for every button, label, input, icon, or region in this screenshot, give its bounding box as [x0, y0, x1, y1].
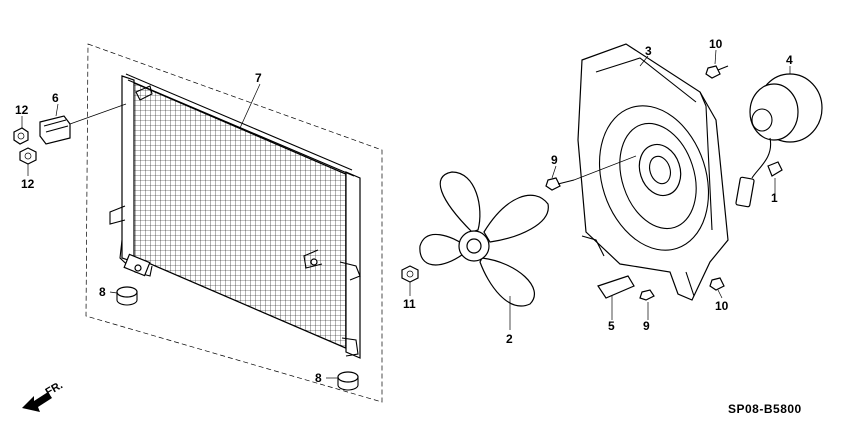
- label-12-lower: 12: [21, 177, 35, 191]
- condenser: [109, 73, 361, 359]
- label-11: 11: [403, 297, 416, 311]
- nut-11: [401, 265, 419, 283]
- label-10-lower: 10: [715, 299, 729, 313]
- bolt-12-lower: [19, 147, 37, 165]
- label-9-upper: 9: [551, 153, 558, 167]
- label-2: 2: [506, 332, 513, 346]
- cushion-8-lower: [337, 371, 359, 391]
- label-7: 7: [255, 71, 262, 85]
- bolt-10-lower: [709, 277, 725, 291]
- condenser-assembly-outline: [85, 43, 383, 403]
- label-8-lower: 8: [315, 371, 322, 385]
- label-9-lower: 9: [643, 319, 650, 333]
- fan-shroud-3: [577, 43, 729, 301]
- label-6: 6: [52, 91, 59, 105]
- cushion-8-upper: [116, 286, 138, 306]
- bolt-12-upper: [13, 127, 29, 145]
- label-8-upper: 8: [99, 285, 106, 299]
- label-5: 5: [608, 319, 615, 333]
- fan-2: [419, 171, 549, 307]
- diagram-code: SP08-B5800: [728, 402, 802, 416]
- front-direction-label: FR.: [44, 379, 65, 398]
- bolt-9-upper: [545, 177, 575, 191]
- fan-motor-4: [735, 73, 823, 208]
- bolt-9-lower: [639, 289, 655, 301]
- bracket-5: [597, 275, 635, 299]
- front-direction-arrow-icon: [22, 392, 52, 412]
- label-12-upper: 12: [15, 103, 29, 117]
- leader-lines: [21, 49, 791, 379]
- bolt-10-upper: [705, 65, 729, 79]
- label-10-upper: 10: [709, 37, 723, 51]
- bracket-6: [39, 103, 127, 145]
- label-1: 1: [771, 191, 778, 205]
- label-3: 3: [645, 44, 652, 58]
- label-4: 4: [786, 53, 793, 67]
- connector-1: [767, 161, 783, 177]
